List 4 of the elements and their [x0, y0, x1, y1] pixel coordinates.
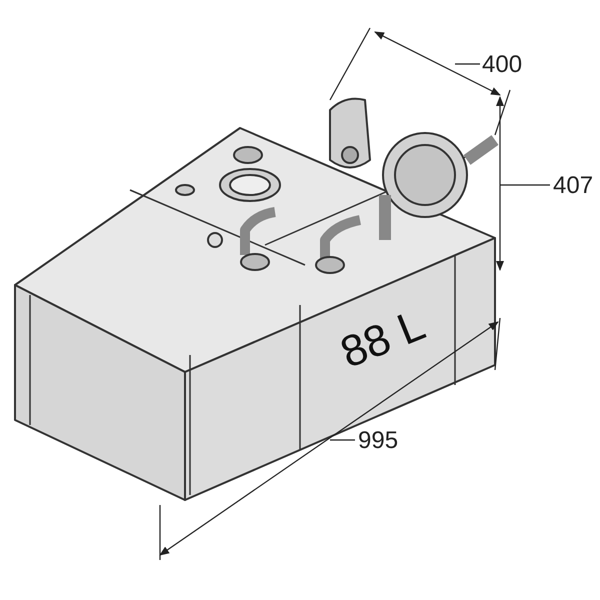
- dimension-label: 995: [358, 429, 398, 453]
- dimension-label: 407: [553, 174, 594, 198]
- volume-label: 88 L: [335, 302, 431, 376]
- dimension-label: 400: [482, 53, 522, 77]
